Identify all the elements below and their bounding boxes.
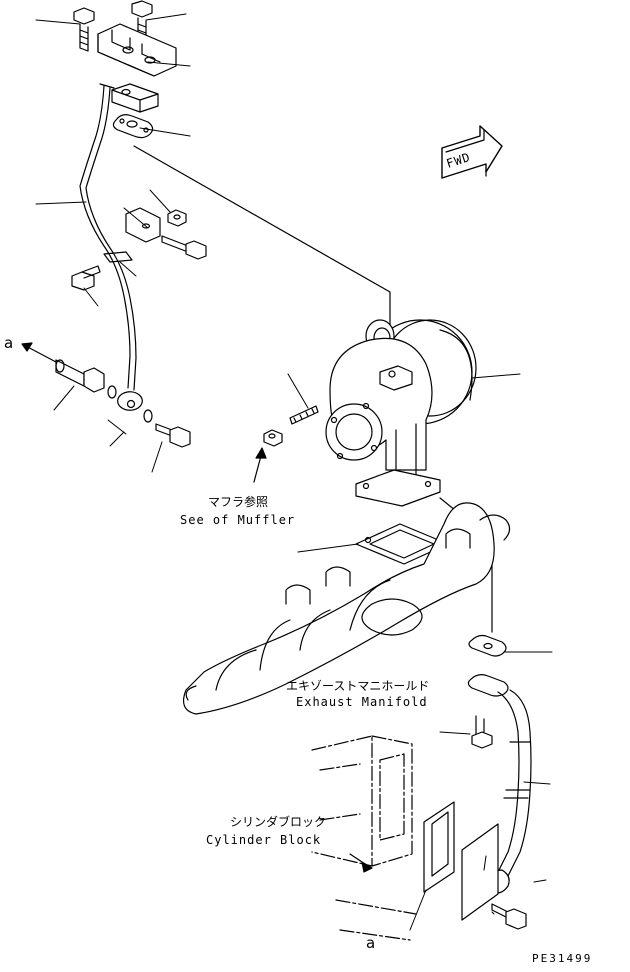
drain-bolt: [471, 715, 493, 749]
block-mount-plate: [461, 823, 499, 921]
muffler-label-jp: マフラ参照: [208, 494, 268, 509]
pipe-fitting-adapter: [55, 359, 105, 393]
block-ref-arrow: [349, 853, 373, 873]
muffler-ref-arrow: [253, 447, 267, 483]
block-bolt: [491, 903, 527, 930]
drawing-code: PE31499: [532, 952, 592, 965]
stud-nut: [263, 429, 283, 447]
block-label-jp: シリンダブロック: [230, 814, 326, 829]
mounting-bracket: [97, 23, 177, 77]
cylinder-block: [311, 735, 417, 941]
stud-bolt: [289, 405, 319, 425]
union-bolt-lower: [155, 423, 191, 448]
turbocharger: [325, 319, 477, 507]
spacer-block: [111, 83, 159, 113]
muffler-label-en: See of Muffler: [180, 513, 295, 527]
manifold-label-jp: エキゾーストマニホールド: [286, 679, 429, 693]
forward-direction-arrow: [441, 125, 503, 179]
a-ref-arrow: [21, 342, 57, 363]
exhaust-manifold: [183, 502, 511, 715]
ref-a-bottom: a: [366, 934, 375, 952]
pipe-to-turbo-ref-line: [133, 145, 391, 365]
clamp-bolt: [161, 235, 207, 260]
clamp-nut: [167, 209, 187, 227]
manifold-label-en: Exhaust Manifold: [296, 695, 428, 709]
ref-a-top: a: [4, 334, 13, 352]
top-bolt-left: [73, 7, 95, 52]
drain-flange-gasket: [468, 634, 507, 657]
leader-lines: [35, 13, 553, 931]
flange-gasket-top: [112, 114, 154, 139]
washer-pair: [107, 385, 153, 423]
oil-feed-pipe: [79, 83, 143, 411]
pipe-clamp: [125, 207, 161, 243]
block-gasket: [423, 801, 455, 893]
union-bolt-upper: [71, 265, 101, 291]
oil-drain-tube: [467, 674, 532, 894]
block-label-en: Cylinder Block: [206, 833, 321, 847]
